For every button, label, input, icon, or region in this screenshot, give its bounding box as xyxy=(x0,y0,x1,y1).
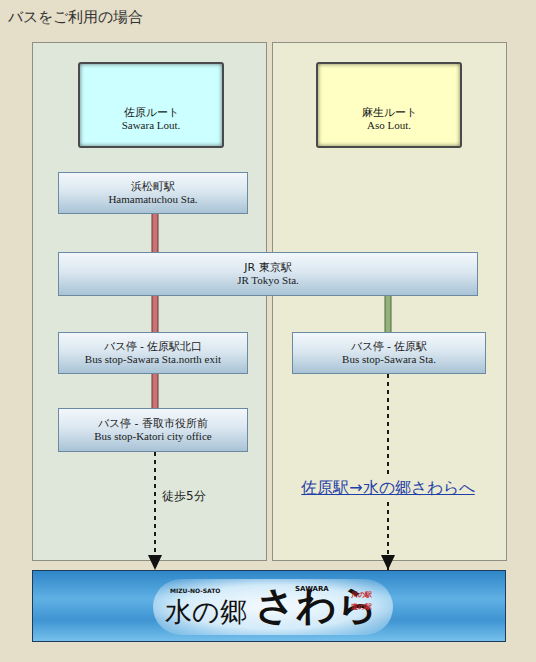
route-line xyxy=(153,374,158,408)
box-subtitle: Aso Lout. xyxy=(367,119,411,132)
destination-banner: MIZU-NO-SATOSAWARA水の郷さわら xyxy=(32,570,506,642)
edge-label: 徒歩5分 xyxy=(162,489,206,505)
bus-stop-box: バス停 - 香取市役所前Bus stop-Katori city office xyxy=(58,408,248,452)
box-title: JR 東京駅 xyxy=(244,261,291,274)
station-box: 浜松町駅Hamamatuchou Sta. xyxy=(58,172,248,214)
box-title: 佐原ルート xyxy=(124,106,179,119)
box-title: バス停 - 佐原駅北口 xyxy=(104,340,203,353)
box-title: バス停 - 香取市役所前 xyxy=(98,417,208,430)
box-subtitle: Bus stop-Katori city office xyxy=(94,430,211,443)
route-header: 佐原ルートSawara Lout. xyxy=(78,62,224,148)
station-box: JR 東京駅JR Tokyo Sta. xyxy=(58,252,478,296)
box-title: 浜松町駅 xyxy=(131,180,175,193)
box-subtitle: Sawara Lout. xyxy=(122,119,181,132)
route-line-outline xyxy=(152,214,159,252)
route-line-outline xyxy=(385,296,392,332)
box-subtitle: Bus stop-Sawara Sta. xyxy=(342,353,436,366)
route-header: 麻生ルートAso Lout. xyxy=(316,62,462,148)
route-line xyxy=(153,214,158,252)
box-subtitle: JR Tokyo Sta. xyxy=(237,274,299,287)
dashed-arrow xyxy=(154,452,156,570)
box-subtitle: Hamamatuchou Sta. xyxy=(108,193,197,206)
route-line xyxy=(153,296,158,332)
bus-stop-box: バス停 - 佐原駅北口Bus stop-Sawara Sta.north exi… xyxy=(58,332,248,374)
route-line-outline xyxy=(152,296,159,332)
box-title: 麻生ルート xyxy=(362,106,417,119)
route-line-outline xyxy=(152,374,159,408)
logo-text: MIZU-NO-SATO xyxy=(170,588,220,594)
box-title: バス停 - 佐原駅 xyxy=(351,340,428,353)
stamp-text: 道の駅 xyxy=(351,604,372,611)
route-line xyxy=(386,296,391,332)
stamp-text: 川の駅 xyxy=(351,592,372,599)
box-subtitle: Bus stop-Sawara Sta.north exit xyxy=(85,353,221,366)
logo-text: 水の郷 xyxy=(165,598,247,625)
dashed-arrow xyxy=(387,374,389,570)
bus-stop-box: バス停 - 佐原駅Bus stop-Sawara Sta. xyxy=(292,332,486,374)
diagram-title: バスをご利用の場合 xyxy=(8,8,143,27)
link-label: 佐原駅→水の郷さわらへ xyxy=(300,478,475,499)
